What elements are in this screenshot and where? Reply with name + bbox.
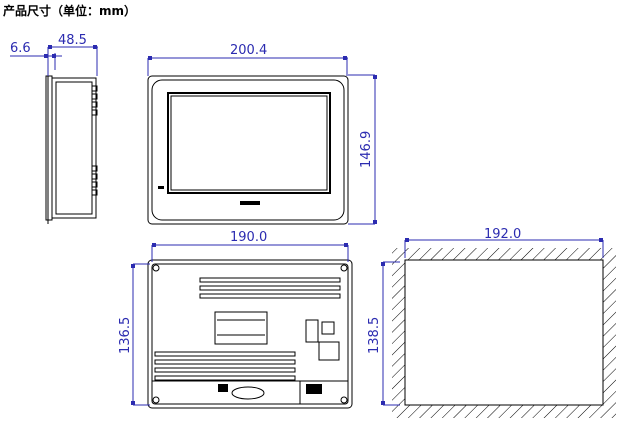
dim-cutout-height: 138.5 [367,317,382,354]
ethernet-port [318,341,340,361]
dip-switch [218,384,228,392]
dim-side-depth: 48.5 [58,33,87,48]
dim-front-width: 200.4 [230,43,267,58]
page-title: 产品尺寸（单位：mm） [3,4,137,18]
serial-port [231,386,265,400]
back-dimensions: 190.0 136.5 [118,230,349,406]
dim-front-height: 146.9 [359,131,374,168]
back-view [147,259,353,409]
dim-back-width: 190.0 [230,230,267,245]
dim-side-bezel: 6.6 [10,41,31,56]
panel-cutout: 192.0 138.5 [367,227,616,418]
sd-card-slot [305,319,319,343]
product-label [214,311,268,345]
brand-logo [240,201,260,205]
dim-cutout-width: 192.0 [484,227,521,242]
side-view: 6.6 48.5 [10,33,98,224]
power-terminal [306,384,322,394]
led-indicator [158,186,164,189]
dim-back-height: 136.5 [118,317,133,354]
front-view: 200.4 146.9 [147,43,377,225]
usb-port [321,321,335,335]
